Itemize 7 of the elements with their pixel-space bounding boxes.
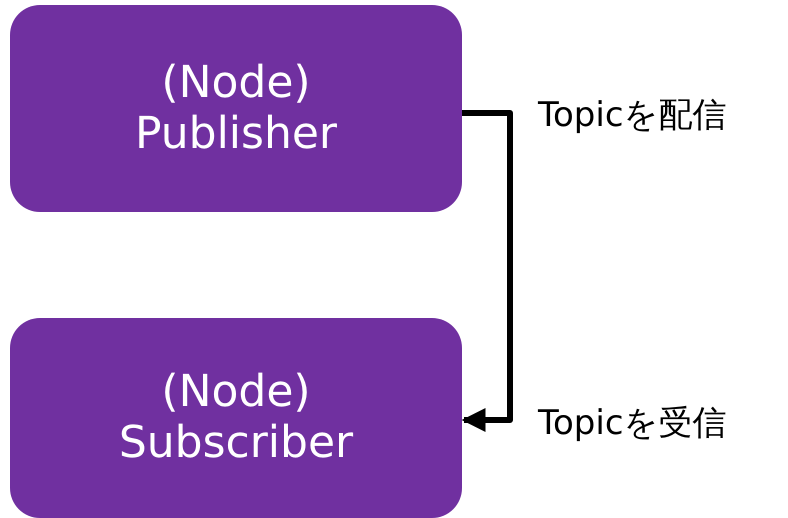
node-caption: Topicを配信 [538,94,727,137]
node-caption: Topicを受信 [538,402,727,445]
arrow [462,110,513,432]
node-box [10,5,462,212]
node-box [10,318,462,518]
node-label: (Node) Publisher [135,58,337,160]
node-label: (Node) Subscriber [118,367,354,469]
